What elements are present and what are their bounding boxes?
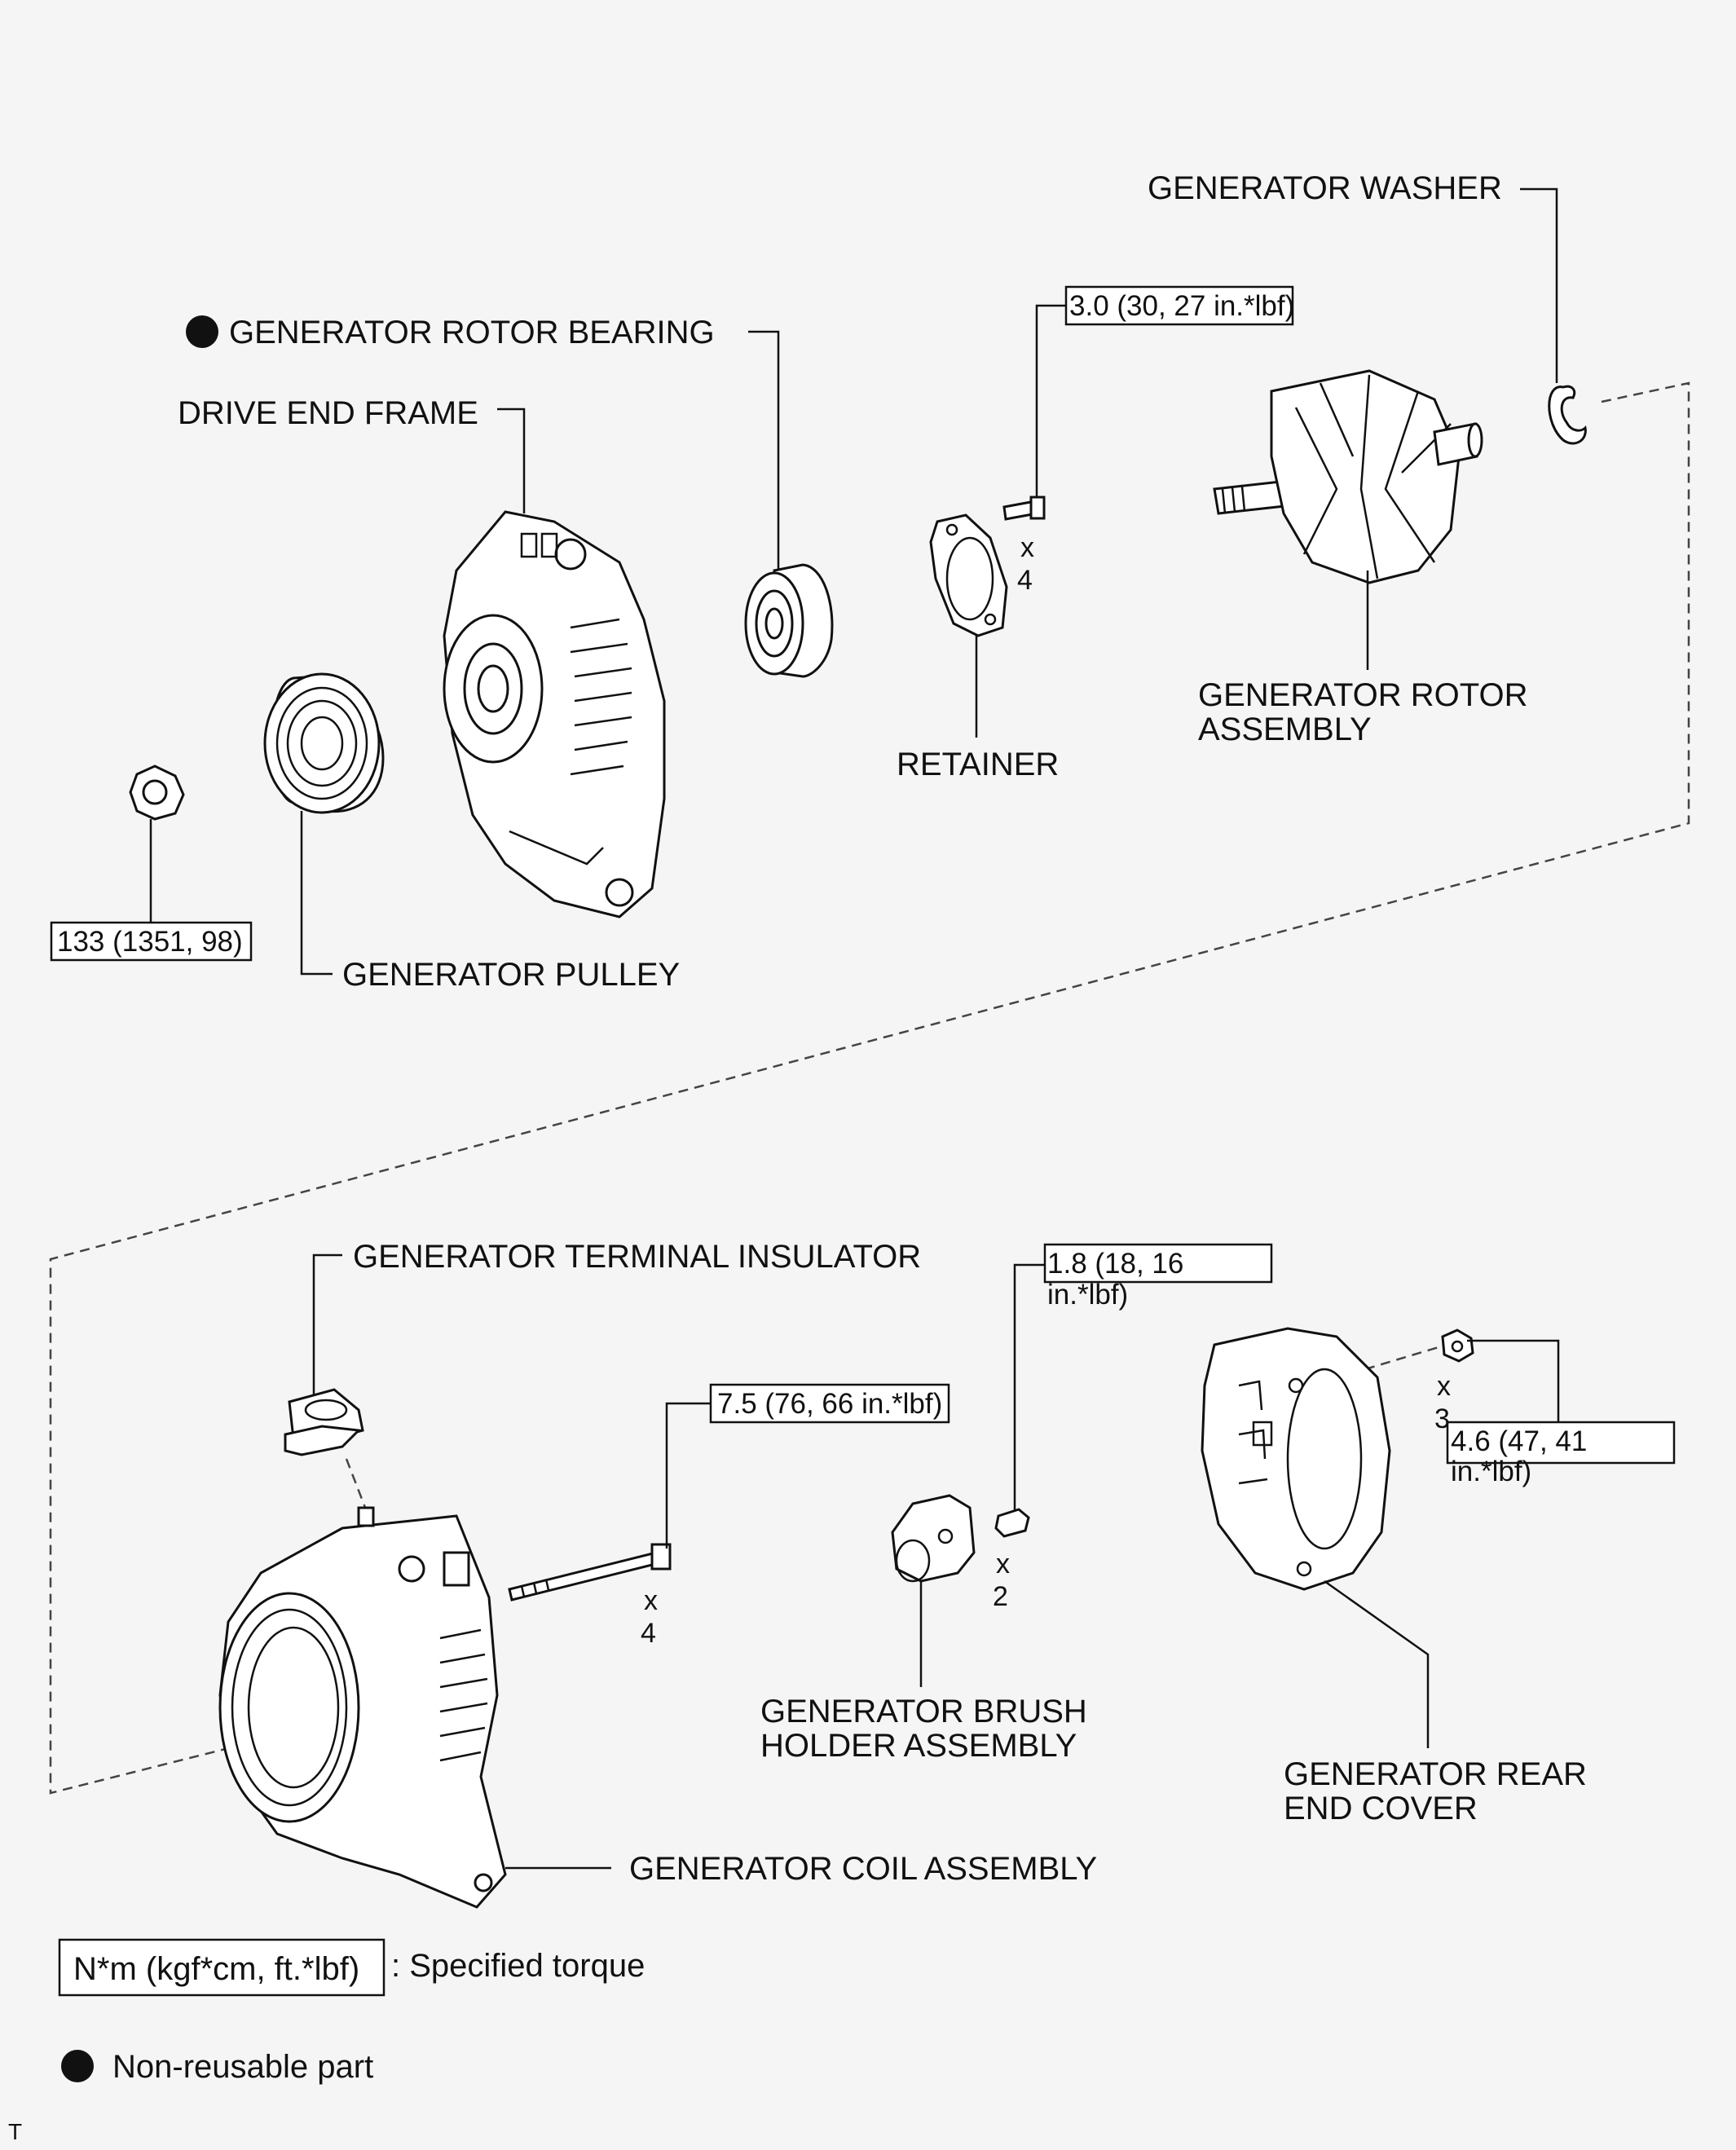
generator-terminal-insulator: [284, 1388, 364, 1456]
leader-retainer-screw: [1035, 304, 1066, 505]
pulley-nut: [129, 764, 185, 821]
label-brush-holder-2: HOLDER ASSEMBLY: [760, 1728, 1077, 1764]
through-bolt: [508, 1543, 672, 1601]
legend-torque-unit: N*m (kgf*cm, ft.*lbf): [73, 1951, 359, 1987]
leader-rear-cover-nut: [1467, 1339, 1560, 1422]
label-brush-holder-1: GENERATOR BRUSH: [760, 1694, 1087, 1729]
leader-generator-pulley: [300, 811, 333, 976]
torque-box-pulley-nut: [50, 921, 253, 962]
torque-retainer-screw: 3.0 (30, 27 in.*lbf): [1069, 290, 1294, 322]
leader-terminal-insulator: [312, 1253, 342, 1406]
rear-cover-guide-line: [1364, 1343, 1447, 1371]
qty-brush-holder-screw-x: x: [996, 1549, 1010, 1579]
generator-brush-holder-assembly: [891, 1494, 976, 1583]
leader-brush-holder-screw: [1013, 1263, 1045, 1512]
torque-rear-cover-nut-2: in.*lbf): [1451, 1456, 1531, 1487]
generator-rotor-assembly: [1213, 369, 1483, 584]
qty-through-bolt-n: 4: [641, 1618, 656, 1649]
non-reusable-dot-icon: [186, 315, 218, 348]
legend-nonreusable-text: Non-reusable part: [112, 2049, 373, 2085]
drive-end-frame: [443, 510, 666, 919]
torque-box-retainer-screw: [1064, 285, 1294, 326]
qty-retainer-screw-x: x: [1020, 532, 1034, 563]
brush-holder-screw: [994, 1508, 1030, 1538]
torque-rear-cover-nut-1: 4.6 (47, 41: [1451, 1425, 1587, 1457]
label-rotor-assembly-2: ASSEMBLY: [1198, 712, 1372, 747]
legend-torque-text: : Specified torque: [391, 1948, 645, 1984]
label-rear-end-cover-2: END COVER: [1284, 1791, 1478, 1826]
torque-through-bolt: 7.5 (76, 66 in.*lbf): [717, 1388, 942, 1420]
qty-rear-cover-nut-x: x: [1437, 1371, 1451, 1402]
generator-pulley: [263, 672, 385, 814]
qty-retainer-screw-n: 4: [1017, 565, 1033, 596]
torque-pulley-nut: 133 (1351, 98): [57, 926, 243, 958]
qty-through-bolt-x: x: [644, 1585, 658, 1616]
torque-box-through-bolt: [709, 1383, 950, 1424]
label-generator-pulley: GENERATOR PULLEY: [342, 957, 680, 993]
legend-non-reusable-dot-icon: [61, 2050, 94, 2082]
generator-washer: [1548, 385, 1587, 445]
label-drive-end-frame: DRIVE END FRAME: [178, 395, 478, 431]
generator-coil-assembly: [218, 1506, 507, 1909]
legend-torque-box: [58, 1938, 386, 1997]
torque-brush-holder-screw-2: in.*lbf): [1047, 1279, 1128, 1311]
label-rotor-assembly-1: GENERATOR ROTOR: [1198, 677, 1528, 713]
leader-drive-end-frame: [497, 408, 526, 513]
label-generator-washer: GENERATOR WASHER: [1148, 170, 1502, 206]
retainer: [929, 513, 1008, 637]
leader-generator-washer: [1520, 187, 1558, 383]
qty-brush-holder-screw-n: 2: [993, 1581, 1008, 1612]
leader-rotor-bearing: [748, 330, 780, 571]
rear-cover-nut: [1441, 1328, 1474, 1363]
label-rear-end-cover-1: GENERATOR REAR: [1284, 1756, 1587, 1792]
torque-brush-holder-screw-1: 1.8 (18, 16: [1047, 1248, 1183, 1280]
footer-mark: T: [8, 2119, 22, 2144]
insulator-guide-line: [345, 1458, 370, 1517]
torque-box-rear-cover-nut: [1446, 1421, 1676, 1465]
label-coil-assembly: GENERATOR COIL ASSEMBLY: [629, 1851, 1097, 1887]
retainer-screw: [1002, 496, 1046, 521]
leader-through-bolt: [665, 1402, 711, 1549]
assembly-guide-line: [49, 381, 1690, 1795]
label-retainer: RETAINER: [897, 747, 1059, 782]
generator-rear-end-cover: [1201, 1327, 1391, 1591]
torque-box-brush-holder-screw: [1043, 1243, 1273, 1284]
label-terminal-insulator: GENERATOR TERMINAL INSULATOR: [353, 1239, 921, 1275]
qty-rear-cover-nut-n: 3: [1434, 1403, 1450, 1434]
leader-rear-end-cover: [1324, 1579, 1430, 1748]
generator-rotor-bearing: [744, 563, 834, 678]
label-generator-rotor-bearing: GENERATOR ROTOR BEARING: [229, 315, 715, 350]
